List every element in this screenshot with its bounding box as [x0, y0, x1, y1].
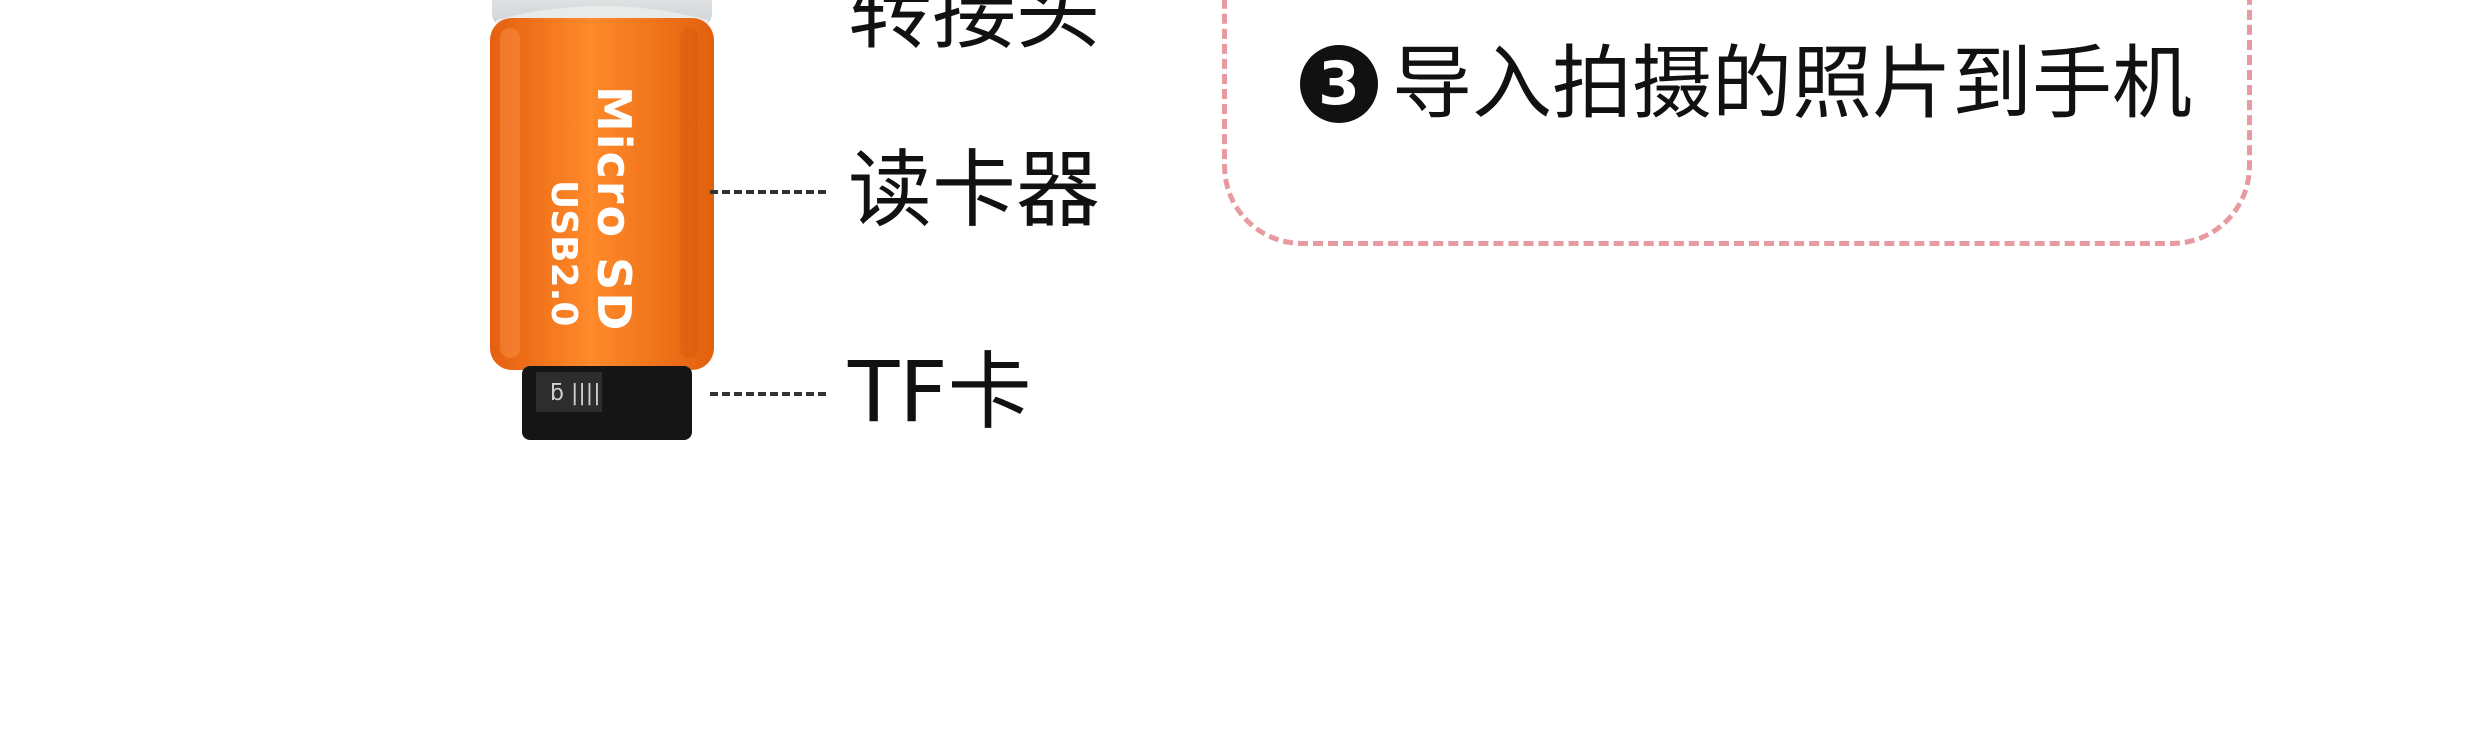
- reader-label: 读卡器: [848, 141, 1101, 239]
- adapter-label: 转接头: [848, 0, 1101, 61]
- svg-text:ƃ ||||: ƃ ||||: [550, 381, 601, 406]
- usb-text: USB2.0: [543, 180, 584, 326]
- tf-card-leader-line: [710, 392, 826, 396]
- brand-text: Micro SD: [587, 86, 641, 332]
- step-text: 导入拍摄的照片到手机: [1392, 37, 2192, 130]
- card-reader-device: Micro SD USB2.0 ƃ ||||: [490, 0, 714, 440]
- tf-card-label: TF卡: [848, 343, 1032, 441]
- tf-card: ƃ ||||: [522, 366, 692, 440]
- step-box: [1222, 0, 2252, 246]
- step-number-badge: 3: [1300, 45, 1378, 123]
- step-3: 3 导入拍摄的照片到手机: [1300, 36, 2192, 132]
- reader-body: [490, 18, 714, 370]
- reader-leader-line: [710, 190, 826, 194]
